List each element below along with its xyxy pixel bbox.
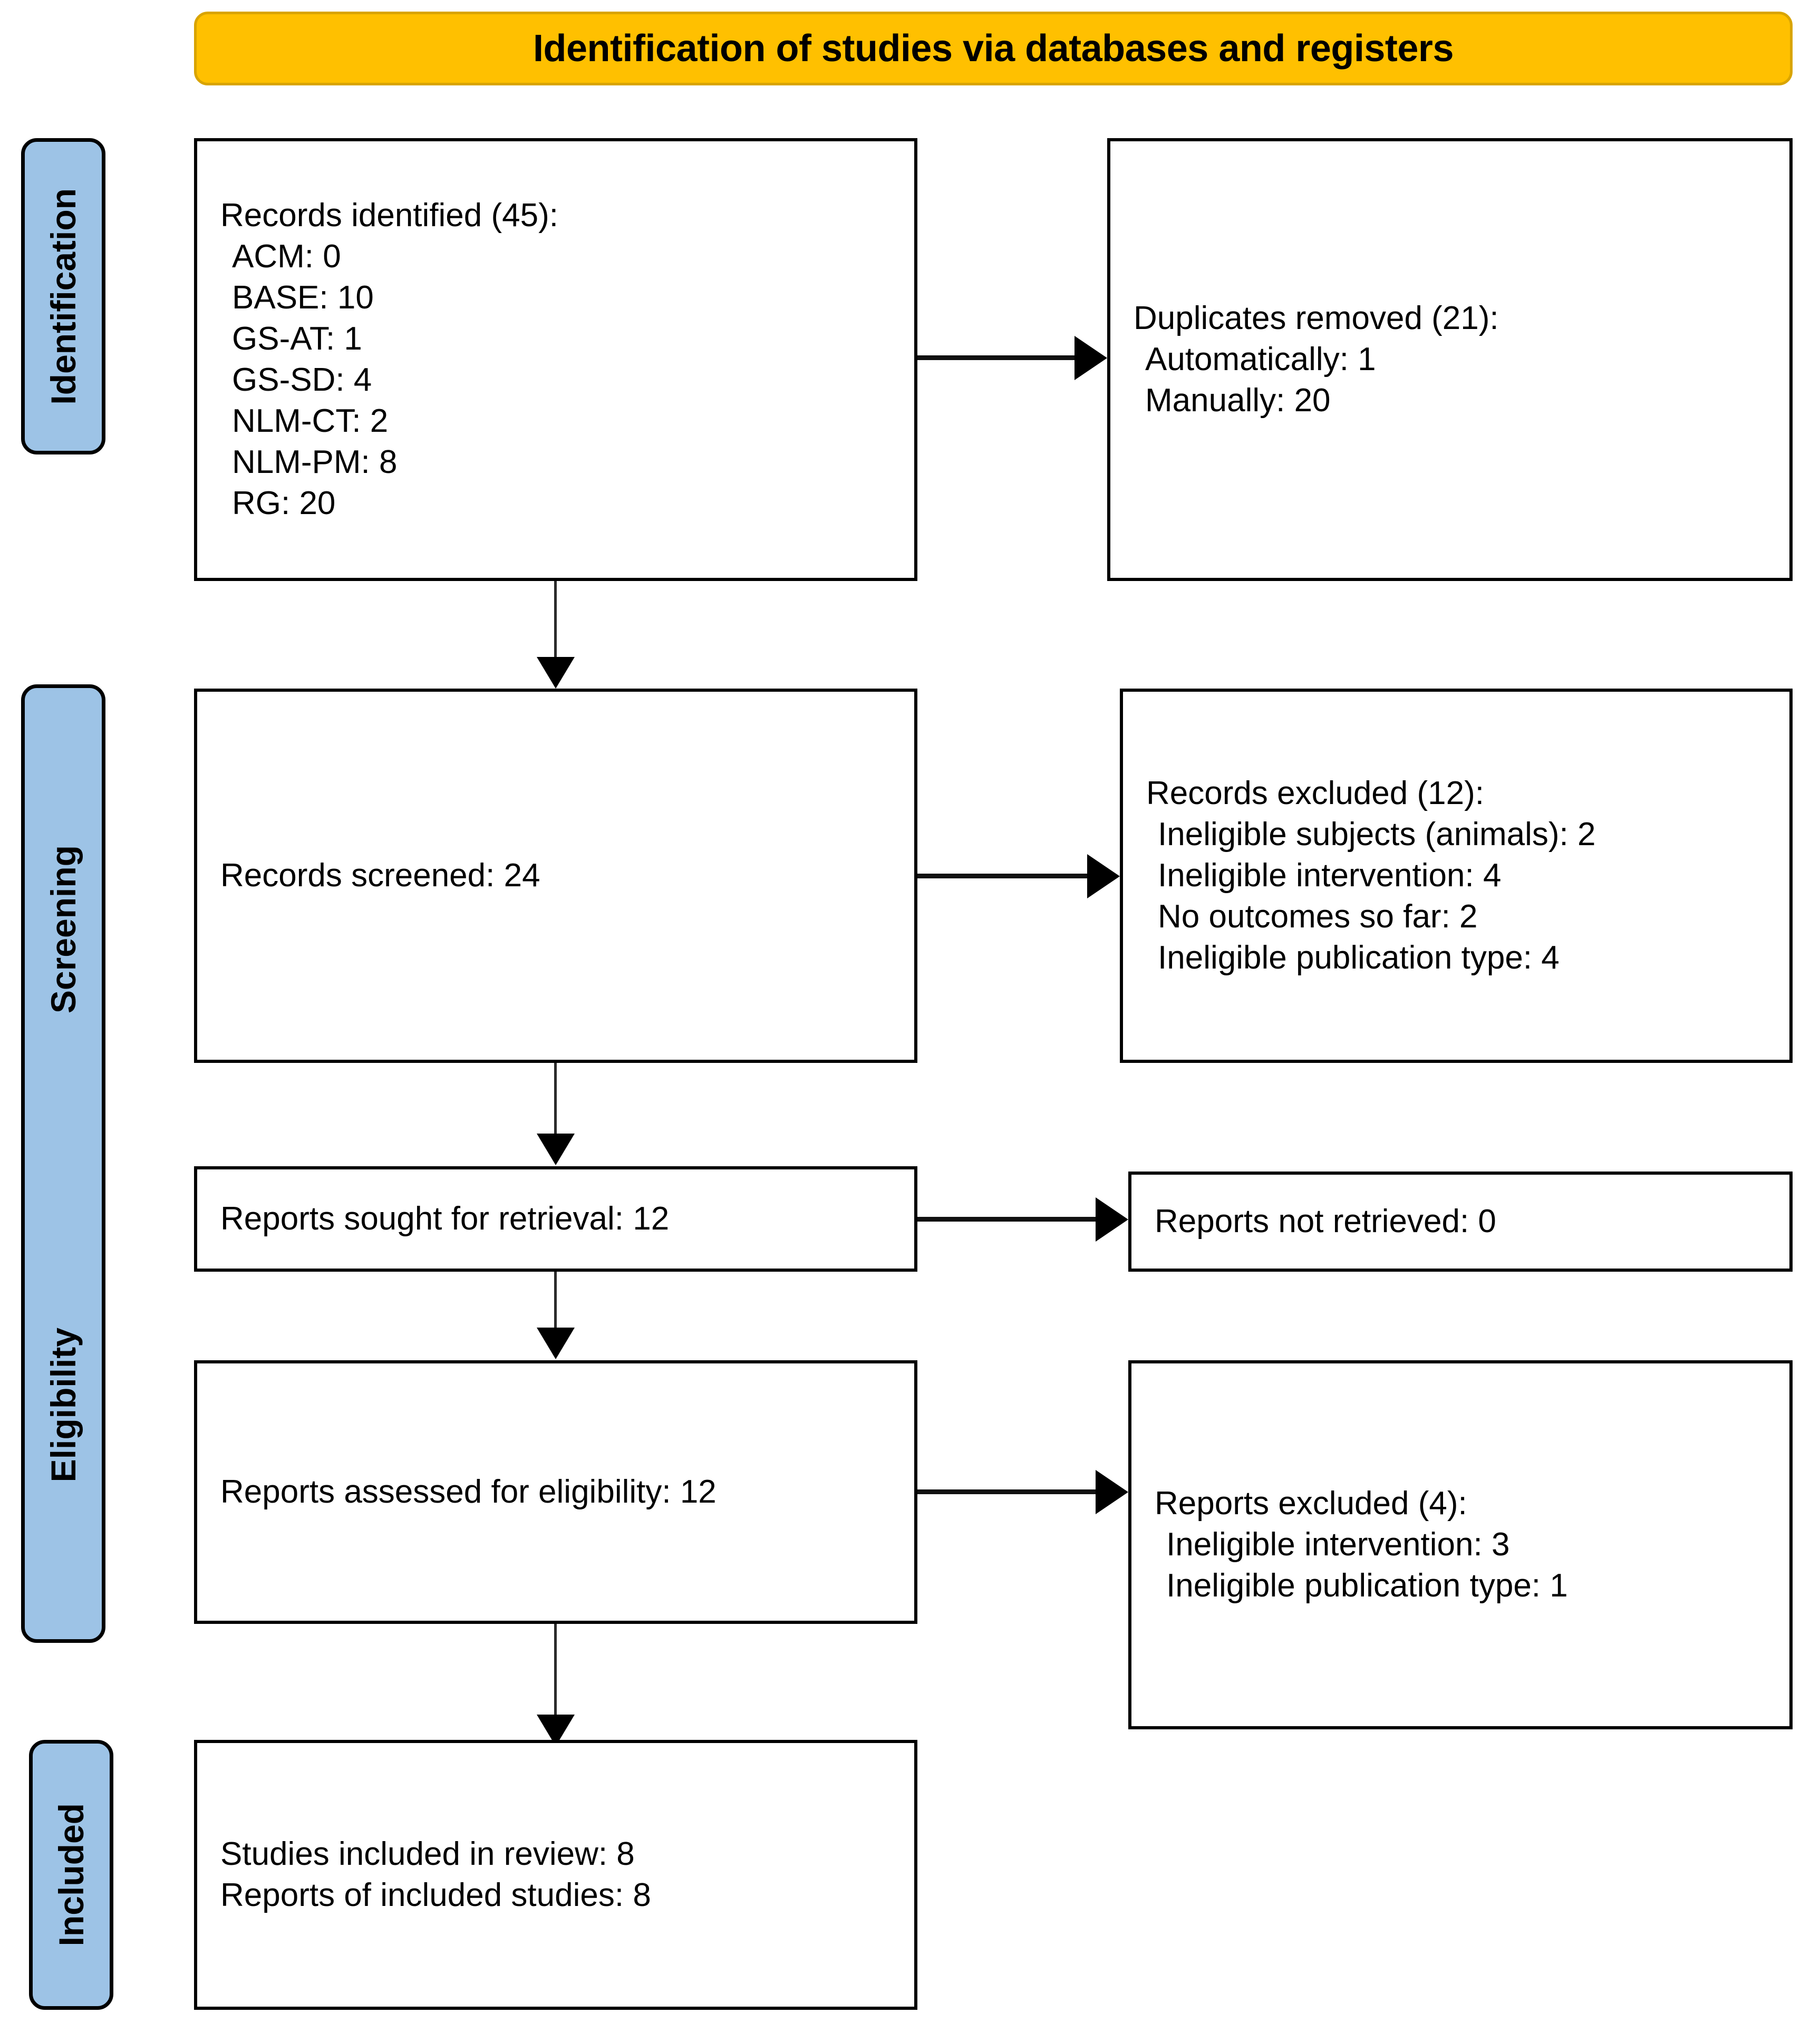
connector-sought-to-not-retrieved: [917, 1217, 1097, 1222]
reports-not-retrieved-title: Reports not retrieved: 0: [1155, 1203, 1496, 1240]
records-identified-item: BASE: 10: [232, 279, 374, 316]
records-excluded-item: No outcomes so far: 2: [1158, 898, 1478, 935]
connector-screened-to-sought: [554, 1063, 557, 1136]
box-duplicates-removed: Duplicates removed (21): Automatically: …: [1107, 138, 1793, 581]
arrowhead-screened-to-records-excluded: [1087, 854, 1120, 898]
records-identified-item: RG: 20: [232, 485, 336, 522]
box-reports-assessed-for-eligibility: Reports assessed for eligibility: 12: [194, 1360, 917, 1624]
duplicates-removed-item: Manually: 20: [1145, 382, 1331, 419]
page-title: Identification of studies via databases …: [533, 27, 1454, 70]
arrowhead-sought-to-assessed: [537, 1328, 575, 1359]
box-reports-sought-for-retrieval: Reports sought for retrieval: 12: [194, 1166, 917, 1272]
reports-excluded-item: Ineligible intervention: 3: [1166, 1526, 1510, 1563]
stage-bar-identification: Identification: [21, 138, 105, 454]
studies-included-line2: Reports of included studies: 8: [220, 1877, 651, 1913]
reports-assessed-title: Reports assessed for eligibility: 12: [220, 1473, 717, 1510]
records-identified-item: NLM-CT: 2: [232, 403, 389, 440]
arrowhead-identified-to-duplicates: [1074, 336, 1107, 380]
records-identified-item: GS-SD: 4: [232, 362, 372, 398]
connector-assessed-to-included: [554, 1624, 557, 1719]
arrowhead-screened-to-sought: [537, 1134, 575, 1165]
duplicates-removed-title: Duplicates removed (21):: [1134, 299, 1499, 336]
connector-sought-to-assessed: [554, 1272, 557, 1330]
box-studies-included: Studies included in review: 8 Reports of…: [194, 1740, 917, 2010]
records-identified-title: Records identified (45):: [220, 197, 558, 234]
records-identified-item: GS-AT: 1: [232, 320, 362, 357]
connector-identified-to-duplicates: [917, 355, 1076, 360]
connector-screened-to-records-excluded: [917, 874, 1088, 878]
records-identified-item: NLM-PM: 8: [232, 444, 398, 481]
reports-excluded-item: Ineligible publication type: 1: [1166, 1567, 1568, 1604]
stage-label-identification: Identification: [44, 188, 83, 405]
studies-included-line1: Studies included in review: 8: [220, 1835, 635, 1872]
box-reports-not-retrieved: Reports not retrieved: 0: [1128, 1172, 1793, 1272]
arrowhead-assessed-to-reports-excluded: [1096, 1470, 1128, 1514]
arrowhead-identified-to-screened: [537, 657, 575, 689]
box-reports-excluded: Reports excluded (4): Ineligible interve…: [1128, 1360, 1793, 1729]
records-excluded-item: Ineligible publication type: 4: [1158, 940, 1560, 976]
records-screened-title: Records screened: 24: [220, 857, 540, 894]
stage-bar-included: Included: [29, 1740, 113, 2010]
records-excluded-title: Records excluded (12):: [1146, 775, 1484, 811]
stage-label-eligibility: Eligibility: [44, 1327, 83, 1483]
records-excluded-item: Ineligible subjects (animals): 2: [1158, 816, 1596, 853]
diagram-header-banner: Identification of studies via databases …: [194, 12, 1793, 85]
stage-label-included: Included: [52, 1803, 91, 1947]
duplicates-removed-item: Automatically: 1: [1145, 341, 1376, 378]
connector-assessed-to-reports-excluded: [917, 1489, 1097, 1494]
box-records-identified: Records identified (45): ACM: 0 BASE: 10…: [194, 138, 917, 581]
stage-label-screening: Screening: [44, 845, 83, 1013]
records-excluded-item: Ineligible intervention: 4: [1158, 857, 1502, 894]
reports-sought-title: Reports sought for retrieval: 12: [220, 1200, 670, 1237]
connector-identified-to-screened: [554, 581, 557, 660]
reports-excluded-title: Reports excluded (4):: [1155, 1485, 1467, 1522]
records-identified-item: ACM: 0: [232, 238, 341, 275]
box-records-screened: Records screened: 24: [194, 689, 917, 1063]
arrowhead-sought-to-not-retrieved: [1096, 1197, 1128, 1242]
box-records-excluded: Records excluded (12): Ineligible subjec…: [1120, 689, 1793, 1063]
stage-bar-screening-eligibility: Screening Eligibility: [21, 684, 105, 1643]
